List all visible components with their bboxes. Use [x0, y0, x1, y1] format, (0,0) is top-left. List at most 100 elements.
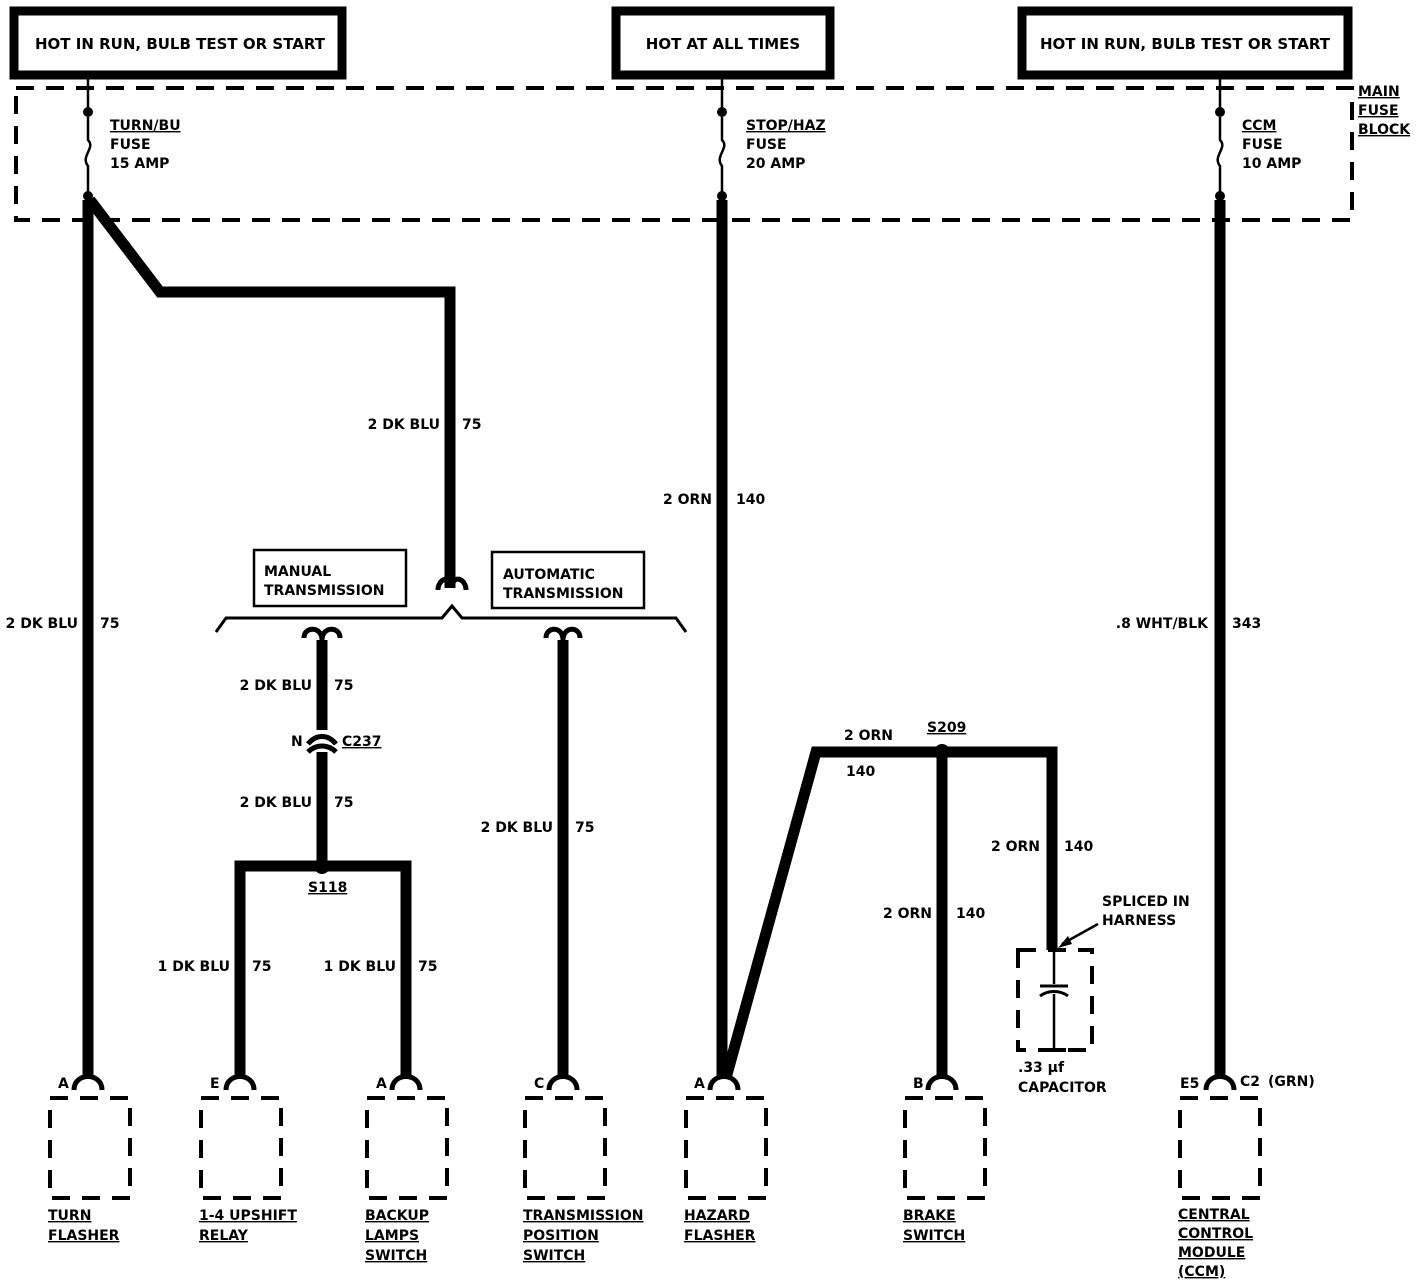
wire-color: 1 DK BLU [158, 959, 230, 975]
wire-relay [234, 860, 318, 1078]
component-name: CENTRAL [1178, 1207, 1250, 1223]
component-name: TURN [48, 1208, 91, 1224]
component-name: (CCM) [1178, 1264, 1225, 1280]
wire-backup [326, 860, 412, 1078]
source-box-right: HOT IN RUN, BULB TEST OR START [1017, 6, 1353, 80]
wire-circuit: 140 [1064, 839, 1093, 855]
component-turn-flasher: A TURN FLASHER [48, 1074, 132, 1244]
fuse-label: FUSE [746, 137, 787, 153]
fuse-label: TURN/BU [110, 118, 181, 134]
component-name: FLASHER [48, 1228, 120, 1244]
wire-color: 2 DK BLU [240, 678, 312, 694]
option-manual: MANUAL TRANSMISSION [252, 548, 408, 608]
wire-circuit: 75 [418, 959, 437, 975]
capacitor-value: .33 µf [1018, 1060, 1065, 1076]
wire-crossover [435, 576, 469, 591]
fuse-block-title: MAIN FUSE BLOCK [1358, 84, 1411, 138]
wire-label-capacitor: 2 ORN 140 [991, 839, 1093, 855]
component-pin: A [694, 1076, 705, 1092]
wire-label-manual-lower: 2 DK BLU 75 [240, 795, 354, 811]
component-name: SWITCH [365, 1248, 427, 1264]
wire-circuit: 140 [846, 764, 875, 780]
source-label: HOT IN RUN, BULB TEST OR START [1040, 35, 1331, 53]
wire-branch-75 [85, 196, 456, 588]
component-pin-note: (GRN) [1268, 1074, 1315, 1090]
capacitor-note: SPLICED IN [1102, 894, 1190, 910]
fuse-ccm: CCM FUSE 10 AMP [1215, 75, 1301, 201]
component-name: MODULE [1178, 1245, 1245, 1261]
wire-color: 2 DK BLU [6, 616, 78, 632]
splice-label: S118 [308, 880, 347, 896]
fuse-label: 10 AMP [1242, 156, 1301, 172]
wire-circuit: 75 [334, 795, 353, 811]
component-name: TRANSMISSION [523, 1208, 643, 1224]
wire-color: 2 ORN [663, 492, 712, 508]
component-pin: B [913, 1076, 924, 1092]
wire-label-auto: 2 DK BLU 75 [481, 820, 595, 836]
fuse-block-title-line: MAIN [1358, 84, 1400, 100]
component-name: POSITION [523, 1228, 599, 1244]
component-name: 1-4 UPSHIFT [199, 1208, 297, 1224]
wire-manual-hook [301, 626, 343, 641]
wire-circuit: 140 [736, 492, 765, 508]
fuse-label: 15 AMP [110, 156, 169, 172]
fuse-block-title-line: FUSE [1358, 103, 1399, 119]
fuse-label: FUSE [110, 137, 151, 153]
wire-label-ccm: .8 WHT/BLK 343 [1116, 616, 1261, 632]
source-box-center: HOT AT ALL TIMES [611, 6, 835, 80]
component-brake-switch: B BRAKE SWITCH [903, 1074, 987, 1244]
wire-circuit: 75 [575, 820, 594, 836]
source-label: HOT IN RUN, BULB TEST OR START [35, 35, 326, 53]
component-name: HAZARD [684, 1208, 750, 1224]
fuse-stop-haz: STOP/HAZ FUSE 20 AMP [717, 75, 826, 201]
component-name: SWITCH [523, 1248, 585, 1264]
wire-color: 2 ORN [844, 728, 893, 744]
capacitor-note: HARNESS [1102, 913, 1176, 929]
wire-circuit: 75 [462, 417, 481, 433]
component-pin: C [534, 1076, 544, 1092]
wire-circuit: 140 [956, 906, 985, 922]
option-label: AUTOMATIC [503, 567, 595, 583]
component-pin: A [376, 1076, 387, 1092]
component-name: BRAKE [903, 1208, 956, 1224]
wire-circuit: 75 [334, 678, 353, 694]
component-pin: A [58, 1076, 69, 1092]
wire-circuit: 75 [252, 959, 271, 975]
wire-label-manual-upper: 2 DK BLU 75 [240, 678, 354, 694]
fuse-block-outline [14, 86, 1354, 222]
wire-label-backup: 1 DK BLU 75 [324, 959, 438, 975]
capacitor: SPLICED IN HARNESS .33 µf CAPACITOR [1016, 894, 1190, 1096]
wire-color: 2 DK BLU [481, 820, 553, 836]
fuse-label: 20 AMP [746, 156, 805, 172]
fuse-turn-bu: TURN/BU FUSE 15 AMP [83, 75, 181, 201]
component-ccm: E5 C2 (GRN) CENTRAL CONTROL MODULE (CCM) [1178, 1074, 1315, 1280]
wire-color: 2 ORN [991, 839, 1040, 855]
wire-label-s209-in: 2 ORN 140 [844, 728, 893, 780]
wire-capacitor [946, 746, 1058, 950]
source-box-left: HOT IN RUN, BULB TEST OR START [9, 6, 347, 80]
wire-color: .8 WHT/BLK [1116, 616, 1209, 632]
wire-label-relay: 1 DK BLU 75 [158, 959, 272, 975]
option-label: TRANSMISSION [503, 586, 623, 602]
fuse-label: STOP/HAZ [746, 118, 826, 134]
component-pin: E5 [1180, 1076, 1199, 1092]
component-name: SWITCH [903, 1228, 965, 1244]
connector-pin: N [291, 734, 303, 750]
wire-auto-hook [543, 626, 583, 641]
component-trans-position: C TRANSMISSION POSITION SWITCH [523, 1074, 643, 1264]
fuse-label: FUSE [1242, 137, 1283, 153]
wire-color: 2 ORN [883, 906, 932, 922]
connector-c237-symbol [306, 734, 338, 754]
fuse-label: CCM [1242, 118, 1276, 134]
component-hazard-flasher: A HAZARD FLASHER [684, 1074, 768, 1244]
wire-label-branch: 2 DK BLU 75 [368, 417, 482, 433]
component-name: BACKUP [365, 1208, 429, 1224]
option-label: MANUAL [264, 564, 331, 580]
source-label: HOT AT ALL TIMES [646, 35, 800, 53]
component-upshift-relay: E 1-4 UPSHIFT RELAY [199, 1074, 297, 1244]
splice-label: S209 [927, 720, 966, 736]
component-name: CONTROL [1178, 1226, 1253, 1242]
wire-label-hazard: 2 ORN 140 [663, 492, 765, 508]
wire-color: 1 DK BLU [324, 959, 396, 975]
